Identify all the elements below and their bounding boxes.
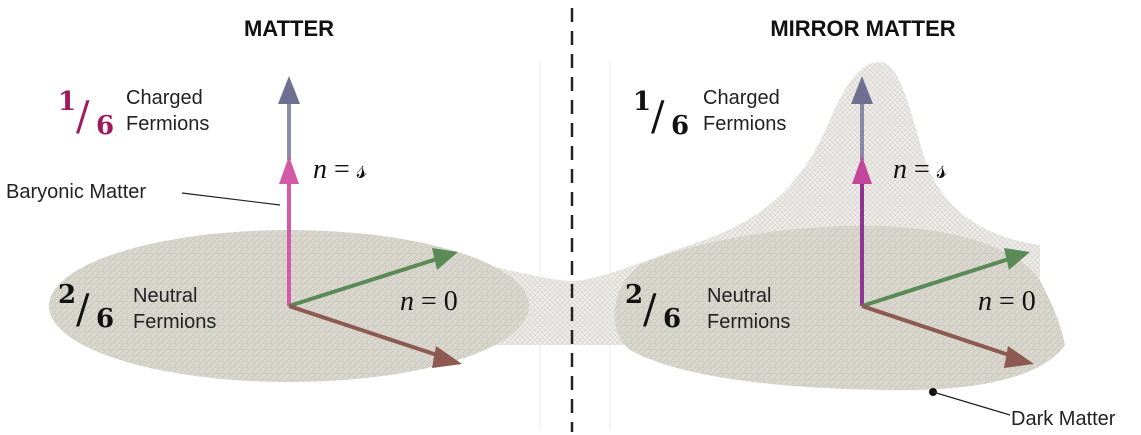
left-brown-arrow-shaft [288, 304, 441, 358]
right-charged-label-2: Fermions [703, 113, 786, 135]
left-neutral-fraction: 2 / 6 [58, 280, 114, 334]
right-neutral-label-2: Fermions [707, 311, 790, 333]
mirror-matter-blob [614, 225, 1065, 391]
left-pink-arrowhead [279, 156, 299, 184]
left-charged-slash: / [76, 94, 90, 140]
right-neutral-numerator: 2 [625, 280, 643, 310]
left-brown-arrowhead [432, 346, 462, 368]
right-n-neutral: n = 0 [978, 286, 1036, 317]
right-brown-arrowhead [1004, 346, 1034, 368]
baryonic-matter-label: Baryonic Matter [6, 181, 146, 203]
left-neutral-label-2: Fermions [133, 311, 216, 333]
left-axes [278, 76, 462, 368]
left-green-arrowhead [432, 248, 458, 270]
right-charged-fraction: 1 / 6 [633, 87, 689, 141]
right-axes [851, 76, 1034, 368]
left-neutral-denominator: 6 [96, 304, 114, 334]
right-pink-arrowhead [852, 156, 872, 184]
left-charged-label-2: Fermions [126, 113, 209, 135]
right-charged-numerator: 1 [633, 87, 651, 117]
right-neutral-fraction: 2 / 6 [625, 280, 681, 334]
right-neutral-label-1: Neutral [707, 285, 771, 307]
left-n-neutral-var: n [400, 286, 414, 317]
mirror-matter-title: MIRROR MATTER [770, 16, 955, 41]
right-neutral-denominator: 6 [663, 304, 681, 334]
baryonic-callout-line [181, 192, 281, 206]
right-n-charged-rest: = 𝓈 [907, 154, 947, 185]
left-n-neutral-rest: = 0 [414, 286, 458, 317]
dark-matter-callout-line [932, 391, 1011, 416]
right-blue-arrowhead [851, 76, 873, 104]
left-charged-fraction: 1 / 6 [58, 87, 114, 141]
matter-title: MATTER [244, 16, 334, 41]
left-charged-denominator: 6 [96, 111, 114, 141]
right-n-charged: n = 𝓈 [893, 154, 947, 185]
right-green-arrowhead [1004, 248, 1030, 270]
left-neutral-numerator: 2 [58, 280, 76, 310]
left-n-charged-var: n [313, 154, 327, 185]
left-n-charged: n = 𝓈 [313, 154, 367, 185]
left-neutral-slash: / [76, 287, 90, 333]
left-n-charged-rest: = 𝓈 [327, 154, 367, 185]
right-n-neutral-var: n [978, 286, 992, 317]
right-charged-label-1: Charged [703, 87, 780, 109]
right-charged-denominator: 6 [671, 111, 689, 141]
left-blue-arrowhead [278, 76, 300, 104]
left-green-arrow-shaft [288, 256, 441, 308]
left-neutral-label-1: Neutral [133, 285, 197, 307]
right-charged-slash: / [651, 94, 665, 140]
right-n-neutral-rest: = 0 [992, 286, 1036, 317]
right-neutral-slash: / [643, 287, 657, 333]
left-charged-numerator: 1 [58, 87, 76, 117]
right-brown-arrow-shaft [861, 304, 1013, 358]
right-n-charged-var: n [893, 154, 907, 185]
left-n-neutral: n = 0 [400, 286, 458, 317]
right-green-arrow-shaft [861, 256, 1013, 308]
left-charged-label-1: Charged [126, 87, 203, 109]
dark-matter-label: Dark Matter [1011, 408, 1116, 430]
